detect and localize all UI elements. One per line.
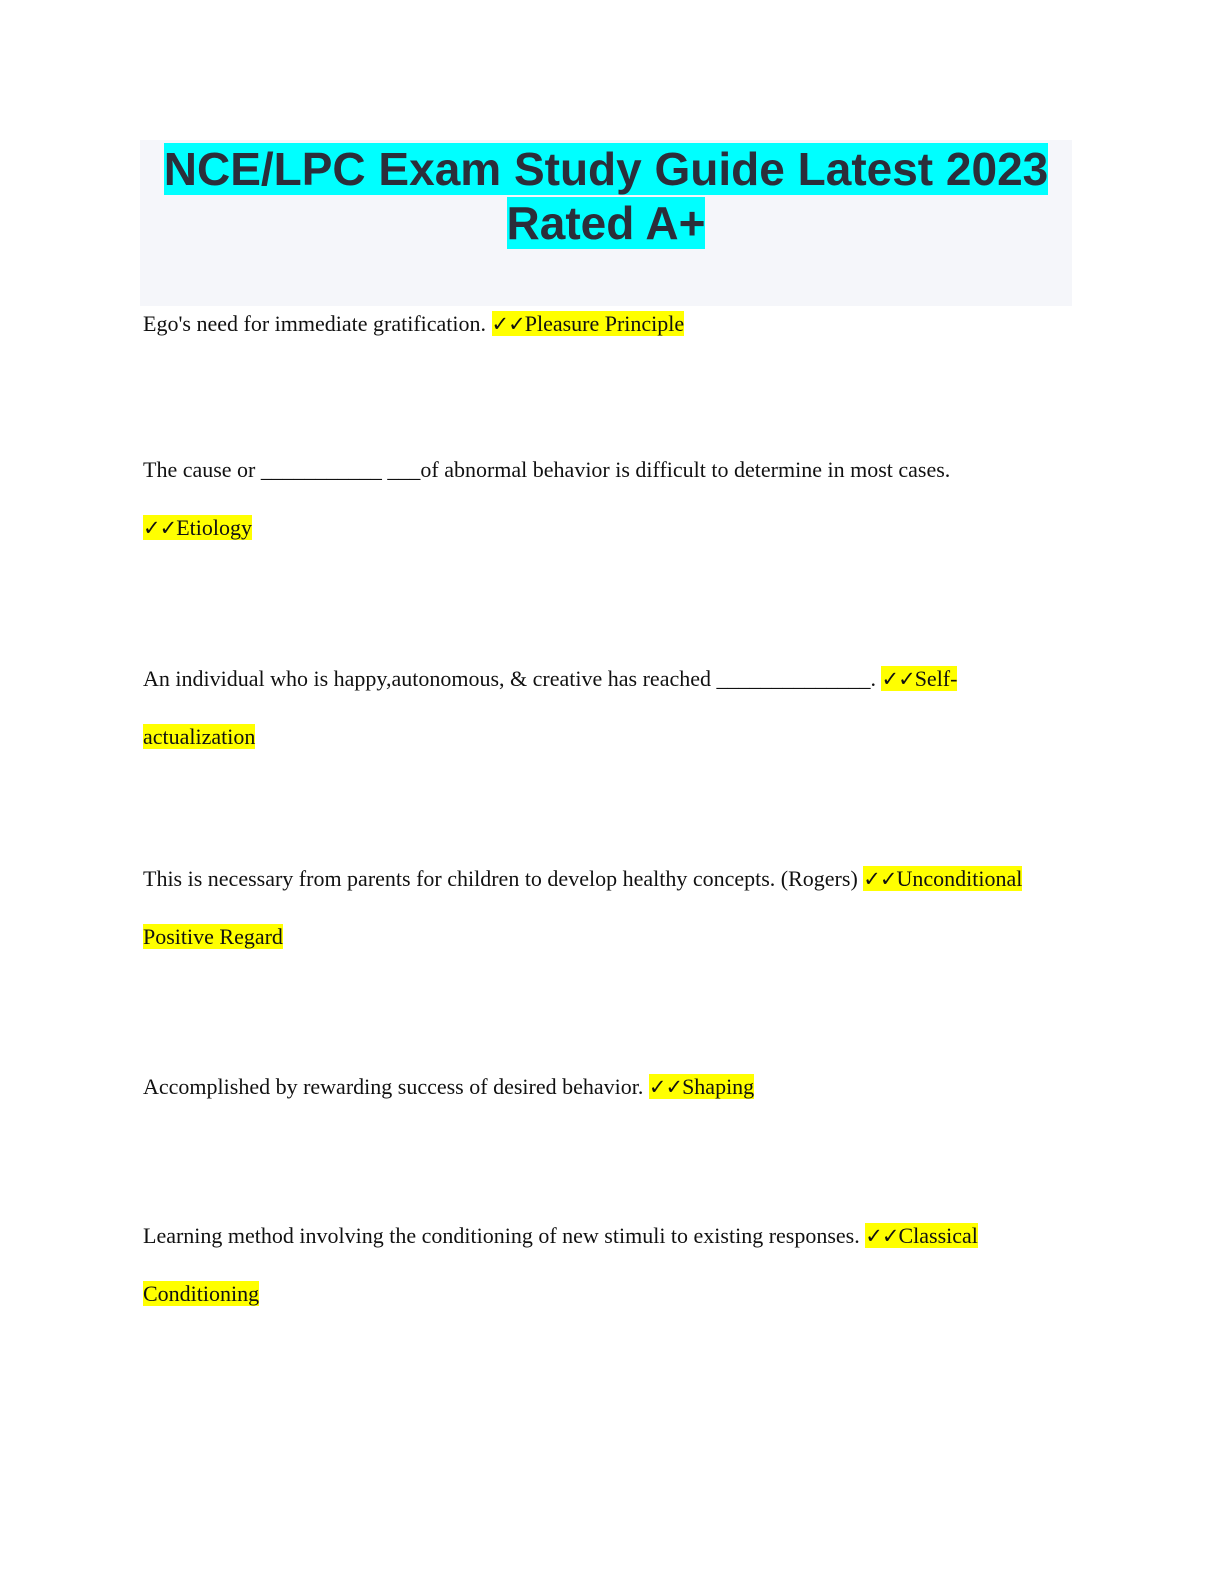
answer-text: Etiology [176,515,252,540]
answer-highlight: ✓✓Etiology [143,515,252,540]
question-text: Learning method involving the conditioni… [143,1223,866,1248]
title-block: NCE/LPC Exam Study Guide Latest 2023 Rat… [140,140,1072,306]
double-check-icon: ✓✓ [143,516,177,540]
answer-highlight: ✓✓Shaping [648,1074,755,1099]
qa-item-2: The cause or ___________ ___of abnormal … [143,441,1063,557]
double-check-icon: ✓✓ [881,667,915,691]
qa-item-5: Accomplished by rewarding success of des… [143,1058,1063,1116]
document-title-text: NCE/LPC Exam Study Guide Latest 2023 Rat… [163,143,1049,249]
question-text: Accomplished by rewarding success of des… [143,1074,649,1099]
double-check-icon: ✓✓ [648,1075,683,1099]
answer-text: Pleasure Principle [524,311,685,336]
double-check-icon: ✓✓ [865,1224,899,1248]
question-text: Ego's need for immediate gratification. [143,311,492,336]
answer-text: Unconditional Positive Regard [143,866,1023,949]
answer-highlight: ✓✓Pleasure Principle [491,311,685,336]
document-title: NCE/LPC Exam Study Guide Latest 2023 Rat… [140,142,1072,250]
qa-item-3: An individual who is happy,autonomous, &… [143,650,1063,766]
answer-text: Shaping [682,1074,755,1099]
answer-text: Classical Conditioning [143,1223,978,1306]
double-check-icon: ✓✓ [491,312,526,336]
double-check-icon: ✓✓ [863,867,897,891]
question-text: The cause or ___________ ___of abnormal … [143,457,951,482]
qa-item-6: Learning method involving the conditioni… [143,1207,1063,1323]
qa-item-4: This is necessary from parents for child… [143,850,1063,966]
question-text: An individual who is happy,autonomous, &… [143,666,882,691]
answer-text: Self-actualization [143,666,958,749]
qa-item-1: Ego's need for immediate gratification. … [143,295,1063,353]
question-text: This is necessary from parents for child… [143,866,864,891]
